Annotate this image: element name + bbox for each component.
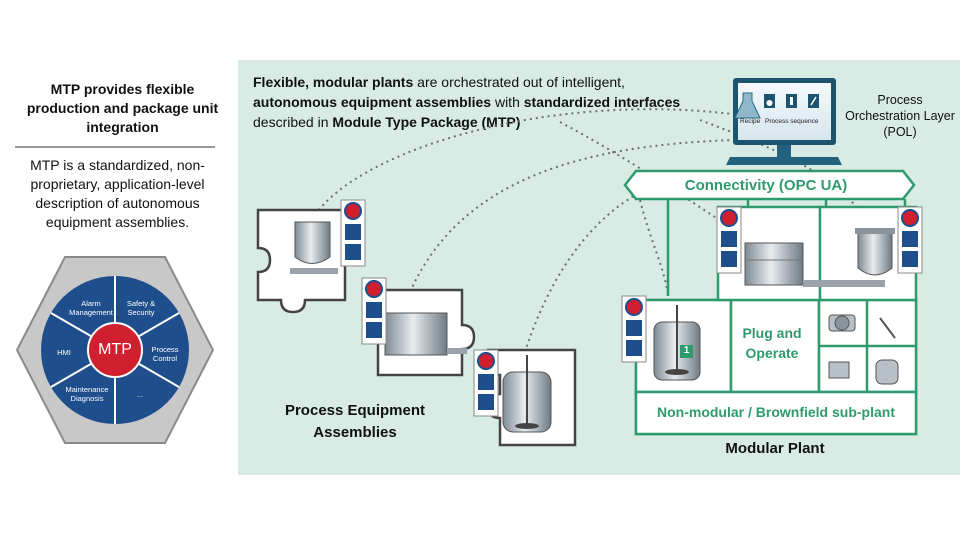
hex-segment-maintenance: Maintenance Diagnosis: [65, 385, 109, 403]
mtp-headline: MTP provides flexible production and pac…: [26, 81, 219, 135]
hex-segment-safety: Safety & Security: [126, 299, 156, 317]
mtp-description: MTP is a standardized, non-proprietary, …: [30, 157, 205, 230]
hex-segment-process-control: Process Control: [151, 345, 179, 363]
pol-monitor: [726, 78, 842, 165]
hex-segment-alarm: Alarm Management: [69, 299, 113, 317]
mtp-hexagon-diagram: MTP Alarm Management Safety & Security P…: [15, 255, 215, 445]
intro-text: Flexible, modular plants are orchestrate…: [253, 74, 681, 130]
monitor-recipe-label: Recipe: [740, 118, 761, 125]
connectivity-label: Connectivity (OPC UA): [684, 177, 848, 194]
plant-diagram: [256, 78, 923, 447]
plug-and-operate-label: Plug and Operate: [742, 325, 802, 361]
pea-label: Process Equipment Assemblies: [284, 402, 426, 441]
module-badge: 1: [683, 345, 690, 356]
hex-segment-more: ...: [136, 390, 144, 399]
hex-center-label: MTP: [98, 341, 132, 358]
modular-plant-label: Modular Plant: [725, 440, 825, 457]
non-modular-label: Non-modular / Brownfield sub-plant: [657, 404, 895, 420]
hex-segment-hmi: HMI: [57, 348, 71, 357]
monitor-sequence-label: Process sequence: [765, 118, 819, 125]
pol-label: Process Orchestration Layer (POL): [845, 93, 955, 139]
divider: [15, 146, 215, 148]
